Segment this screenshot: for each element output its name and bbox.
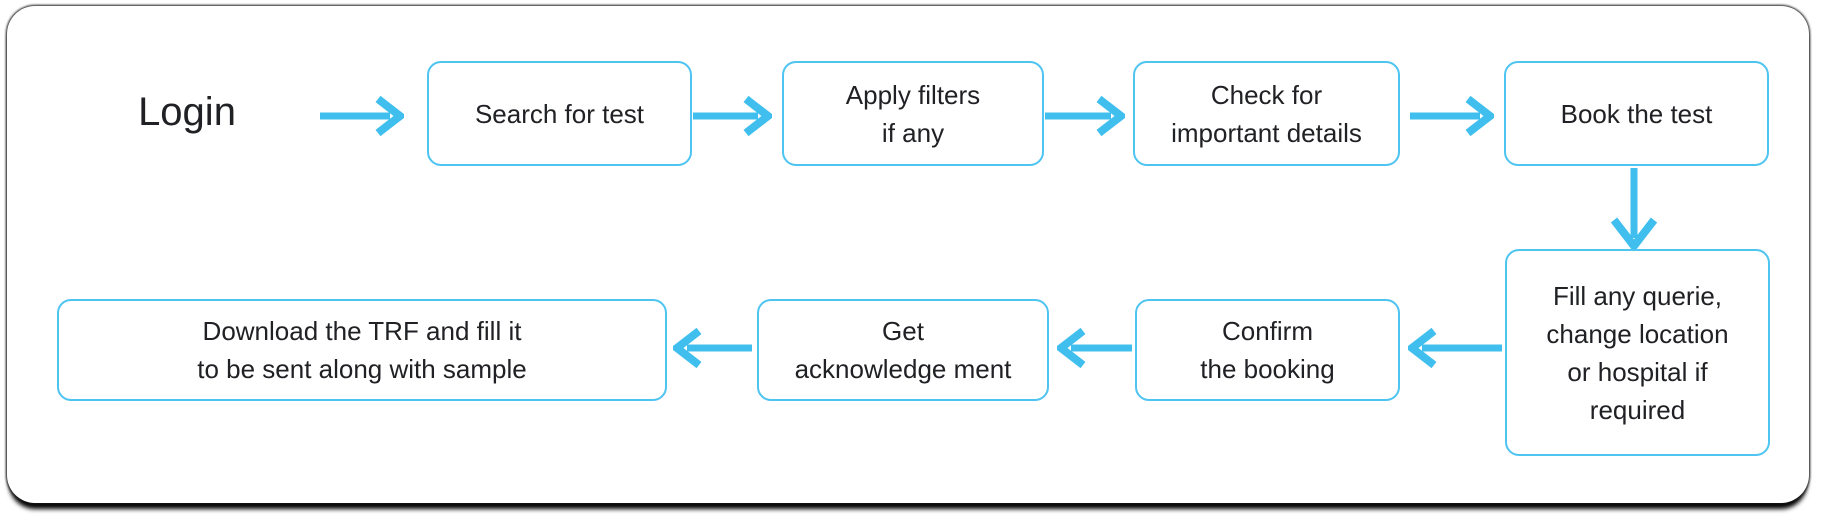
node-label-line: Confirm: [1221, 316, 1313, 346]
arrow-left-icon: [1408, 328, 1502, 368]
node-label-line: change location: [1546, 318, 1729, 349]
node-label-line: Get: [882, 316, 924, 346]
node-label-line: Download the TRF and fill it: [202, 316, 522, 346]
node-label-line: Search for test: [474, 98, 645, 129]
node-label-line: Apply filters: [845, 79, 981, 110]
flowchart-card: Login Search for test Apply filters if a…: [7, 6, 1809, 503]
node-label-line: or hospital if: [1567, 356, 1708, 387]
node-label-line: the booking: [1200, 354, 1335, 384]
node-label-line: if any: [881, 117, 945, 148]
node-get-acknowledgement: Get acknowledge ment: [757, 299, 1049, 401]
arrow-right-icon: [693, 96, 772, 136]
node-label-line: Fill any querie,: [1552, 280, 1723, 311]
node-label-line: Book the test: [1560, 98, 1713, 129]
node-label-line: Check for: [1210, 79, 1323, 110]
node-search-for-test: Search for test: [427, 61, 692, 166]
node-confirm-booking: Confirm the booking: [1135, 299, 1400, 401]
node-apply-filters: Apply filters if any: [782, 61, 1044, 166]
node-label-line: important details: [1171, 117, 1362, 148]
node-book-the-test: Book the test: [1504, 61, 1769, 166]
node-label-line: required: [1589, 394, 1686, 425]
arrow-right-icon: [320, 96, 404, 136]
arrow-left-icon: [1057, 328, 1132, 368]
node-label-line: acknowledge ment: [794, 354, 1012, 384]
node-login: Login: [138, 90, 236, 134]
arrow-left-icon: [673, 328, 752, 368]
node-fill-querie: Fill any querie, change location or hosp…: [1505, 249, 1770, 456]
node-check-details: Check for important details: [1133, 61, 1400, 166]
node-label-line: to be sent along with sample: [197, 354, 527, 384]
node-download-trf: Download the TRF and fill it to be sent …: [57, 299, 667, 401]
arrow-right-icon: [1045, 96, 1125, 136]
arrow-down-icon: [1610, 168, 1658, 250]
arrow-right-icon: [1410, 96, 1494, 136]
